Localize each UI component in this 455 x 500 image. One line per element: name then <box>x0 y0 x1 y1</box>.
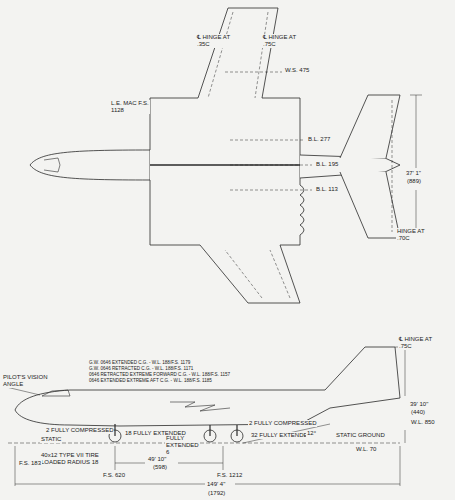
callout-label: W.S. 475 <box>284 67 310 74</box>
callout-label: 149' 4" <box>206 481 226 488</box>
callout-label: STATIC GROUND <box>335 432 386 439</box>
callout-label: 40x12 TYPE VII TIRE LOADED RADIUS 18 <box>40 452 102 466</box>
callout-label: HINGE AT .70C <box>396 228 430 242</box>
callout-label: 0646 EXTENDED EXTREME AFT C.G. - W.L. 18… <box>88 378 213 383</box>
side-view <box>2 347 412 486</box>
callout-label: PILOT'S VISION ANGLE <box>2 374 54 388</box>
callout-label: ℄ HINGE AT .75C <box>262 34 298 48</box>
callout-label: 2 FULLY COMPRESSED <box>248 420 317 427</box>
callout-label: B.L. 195 <box>315 161 339 168</box>
callout-label: ℄ HINGE AT .35C <box>196 34 232 48</box>
callout-label: 49' 10" <box>147 456 167 463</box>
callout-label: FULLY EXTENDED 6 <box>165 435 199 456</box>
callout-label: F.S. 183 <box>18 460 42 467</box>
callout-label: 37' 1" <box>405 170 422 177</box>
callout-label: (440) <box>410 409 426 416</box>
callout-label: 12° <box>306 430 317 437</box>
callout-label: B.L. 113 <box>315 186 339 193</box>
callout-label: W.L. 850 <box>410 419 436 426</box>
callout-label: G.W. 0646 EXTENDED C.G. - W.L. 188/F.S. … <box>88 360 191 365</box>
callout-label: 39' 10" <box>409 401 429 408</box>
plan-view <box>30 8 422 303</box>
callout-label: ℄ HINGE AT .75C <box>398 336 434 350</box>
callout-label: 32 FULLY EXTENDED <box>250 432 313 439</box>
callout-label: (889) <box>406 178 422 185</box>
callout-label: L.E. MAC F.S. 1128 <box>110 100 150 114</box>
callout-label: 2 FULLY COMPRESSED <box>45 427 114 434</box>
callout-label: (1792) <box>207 490 226 497</box>
callout-label: B.L. 277 <box>307 136 331 143</box>
callout-label: G.W. 0646 RETRACTED C.G. - W.L. 188/F.S.… <box>88 366 194 371</box>
callout-label: F.S. 620 <box>102 472 126 479</box>
callout-label: F.S. 1212 <box>216 472 243 479</box>
callout-label: STATIC <box>40 436 62 443</box>
callout-label: (598) <box>152 464 168 471</box>
callout-label: 0646 RETRACTED EXTREME FORWARD C.G. - W.… <box>88 372 231 377</box>
callout-label: W.L. 70 <box>355 446 377 453</box>
